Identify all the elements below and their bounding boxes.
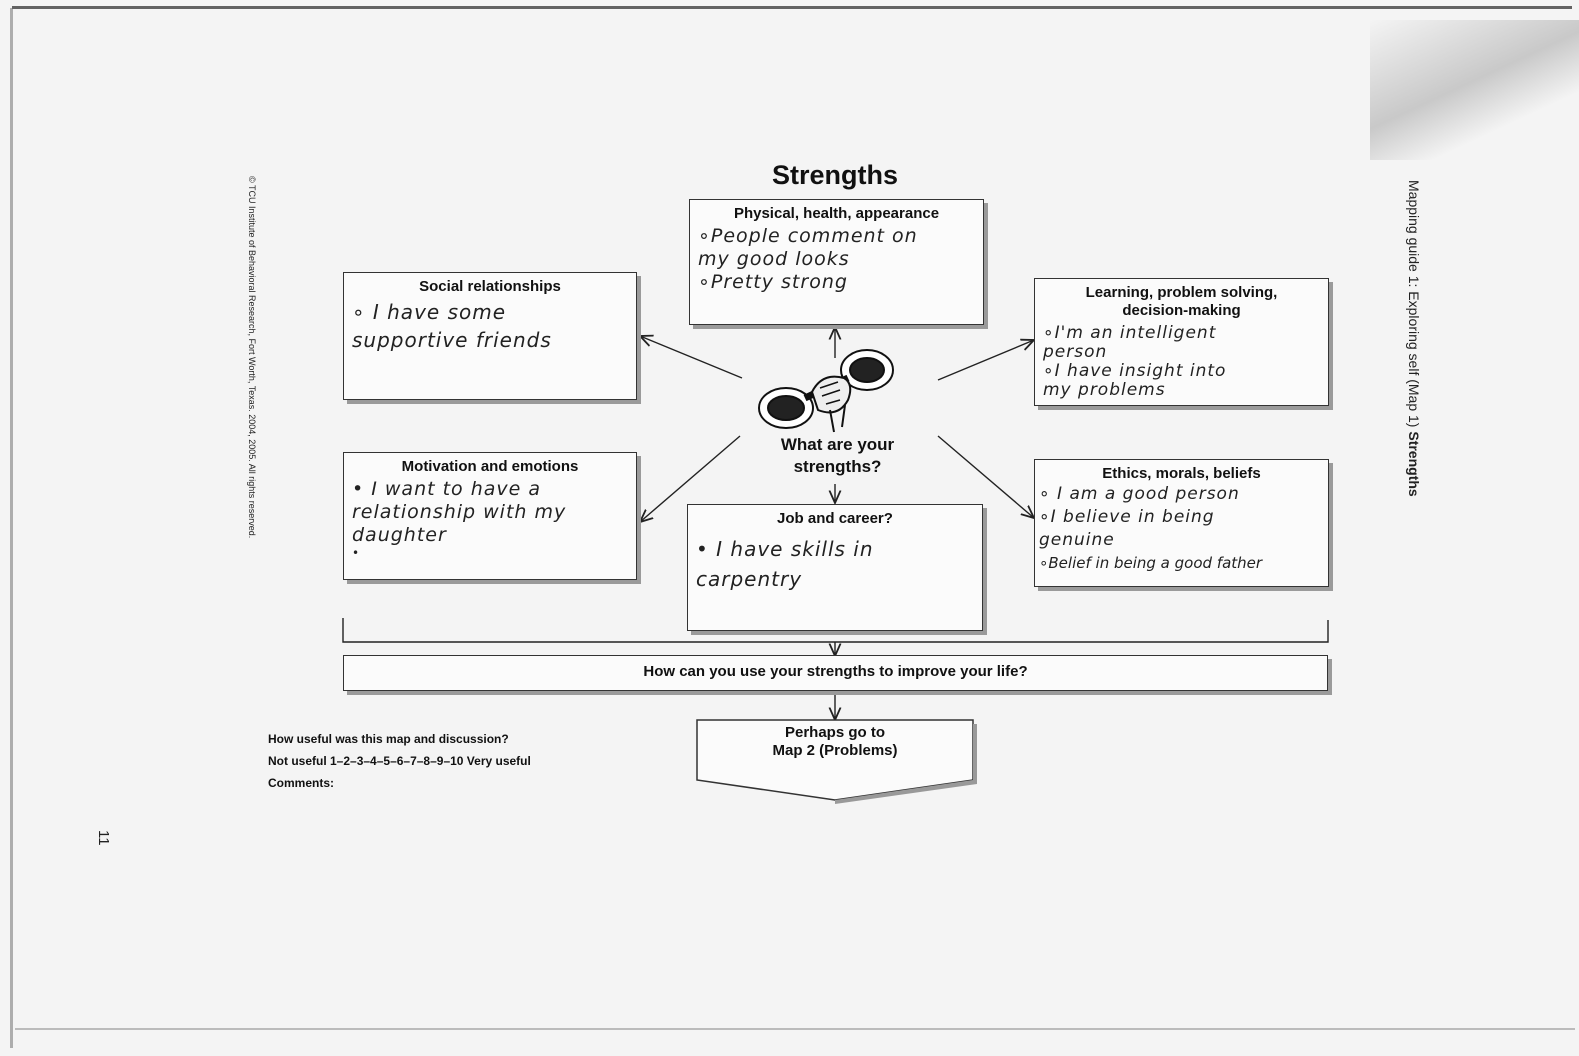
evaluation-section: How useful was this map and discussion? … [268,728,531,794]
answer-line: ∘I believe in being [1039,507,1215,527]
box-learning-heading-line1: Learning, problem solving, [1085,284,1278,301]
answer-line: ∘ I am a good person [1039,484,1240,504]
arrow-to-social [640,336,743,379]
answer-line: my problems [1043,380,1166,400]
box-learning: Learning, problem solving, decision-maki… [1034,278,1329,406]
box-job-heading: Job and career? [777,510,893,527]
answer-line: daughter [352,524,447,546]
answer-line: • [352,546,361,560]
page-edge-top [12,6,1572,9]
evaluation-scale: Not useful 1–2–3–4–5–6–7–8–9–10 Very use… [268,754,531,768]
next-step-line1: Perhaps go to [784,724,885,741]
box-job-answers: • I have skills in carpentry [688,528,982,596]
dumbbell-icon [758,349,894,433]
answer-line: • I want to have a [352,478,542,500]
arrow-to-learning [937,340,1034,381]
scan-edge-bottom [15,1028,1575,1030]
page-edge-left [10,8,13,1048]
scan-corner-shadow [1370,20,1579,160]
box-learning-heading: Learning, problem solving, decision-maki… [1035,284,1328,320]
box-ethics: Ethics, morals, beliefs ∘ I am a good pe… [1034,459,1329,587]
answer-line: ∘Pretty strong [698,271,848,293]
side-heading-prefix: Mapping guide 1: Exploring self (Map 1) [1406,180,1422,432]
comments-label: Comments: [268,776,335,790]
next-step-line2: Map 2 (Problems) [772,742,898,759]
answer-line: ∘ I have some [352,300,507,324]
center-question: What are your strengths? [780,435,895,476]
answer-line: person [1043,342,1108,362]
copyright-notice: © TCU Institute of Behavioral Research, … [247,176,257,539]
box-motivation-answers: • I want to have a relationship with my … [344,476,636,561]
side-heading-bold: Strengths [1406,431,1422,497]
box-learning-heading-line2: decision-making [1122,302,1241,319]
box-motivation-heading: Motivation and emotions [401,458,579,475]
box-social-answers: ∘ I have some supportive friends [344,296,636,356]
box-motivation: Motivation and emotions • I want to have… [343,452,637,580]
answer-line: ∘People comment on [698,225,918,247]
answer-line: carpentry [696,567,803,591]
box-job: Job and career? • I have skills in carpe… [687,504,983,631]
answer-line: genuine [1039,530,1115,550]
answer-line: ∘Belief in being a good father [1039,554,1263,572]
box-ethics-heading: Ethics, morals, beliefs [1102,465,1261,482]
box-physical: Physical, health, appearance ∘People com… [689,199,984,325]
box-social-heading: Social relationships [419,278,561,295]
answer-line: ∘I'm an intelligent [1043,323,1217,343]
answer-line: • I have skills in [696,537,874,561]
page-number: 11 [95,830,112,846]
box-social: Social relationships ∘ I have some suppo… [343,272,637,400]
evaluation-question: How useful was this map and discussion? [268,732,509,746]
box-learning-answers: ∘I'm an intelligent person ∘I have insig… [1035,320,1328,402]
answer-line: my good looks [698,248,850,270]
answer-line: ∘I have insight into [1043,361,1227,381]
side-heading: Mapping guide 1: Exploring self (Map 1) … [1406,180,1422,497]
improve-question-bar: How can you use your strengths to improv… [343,655,1328,691]
page-title: Strengths [771,160,898,190]
answer-line: supportive friends [352,328,552,352]
answer-line: relationship with my [352,501,567,523]
box-physical-heading: Physical, health, appearance [733,205,940,222]
box-ethics-answers: ∘ I am a good person ∘I believe in being… [1035,483,1328,575]
box-physical-answers: ∘People comment on my good looks ∘Pretty… [690,223,983,296]
next-step-text: Perhaps go to Map 2 (Problems) [697,724,973,760]
